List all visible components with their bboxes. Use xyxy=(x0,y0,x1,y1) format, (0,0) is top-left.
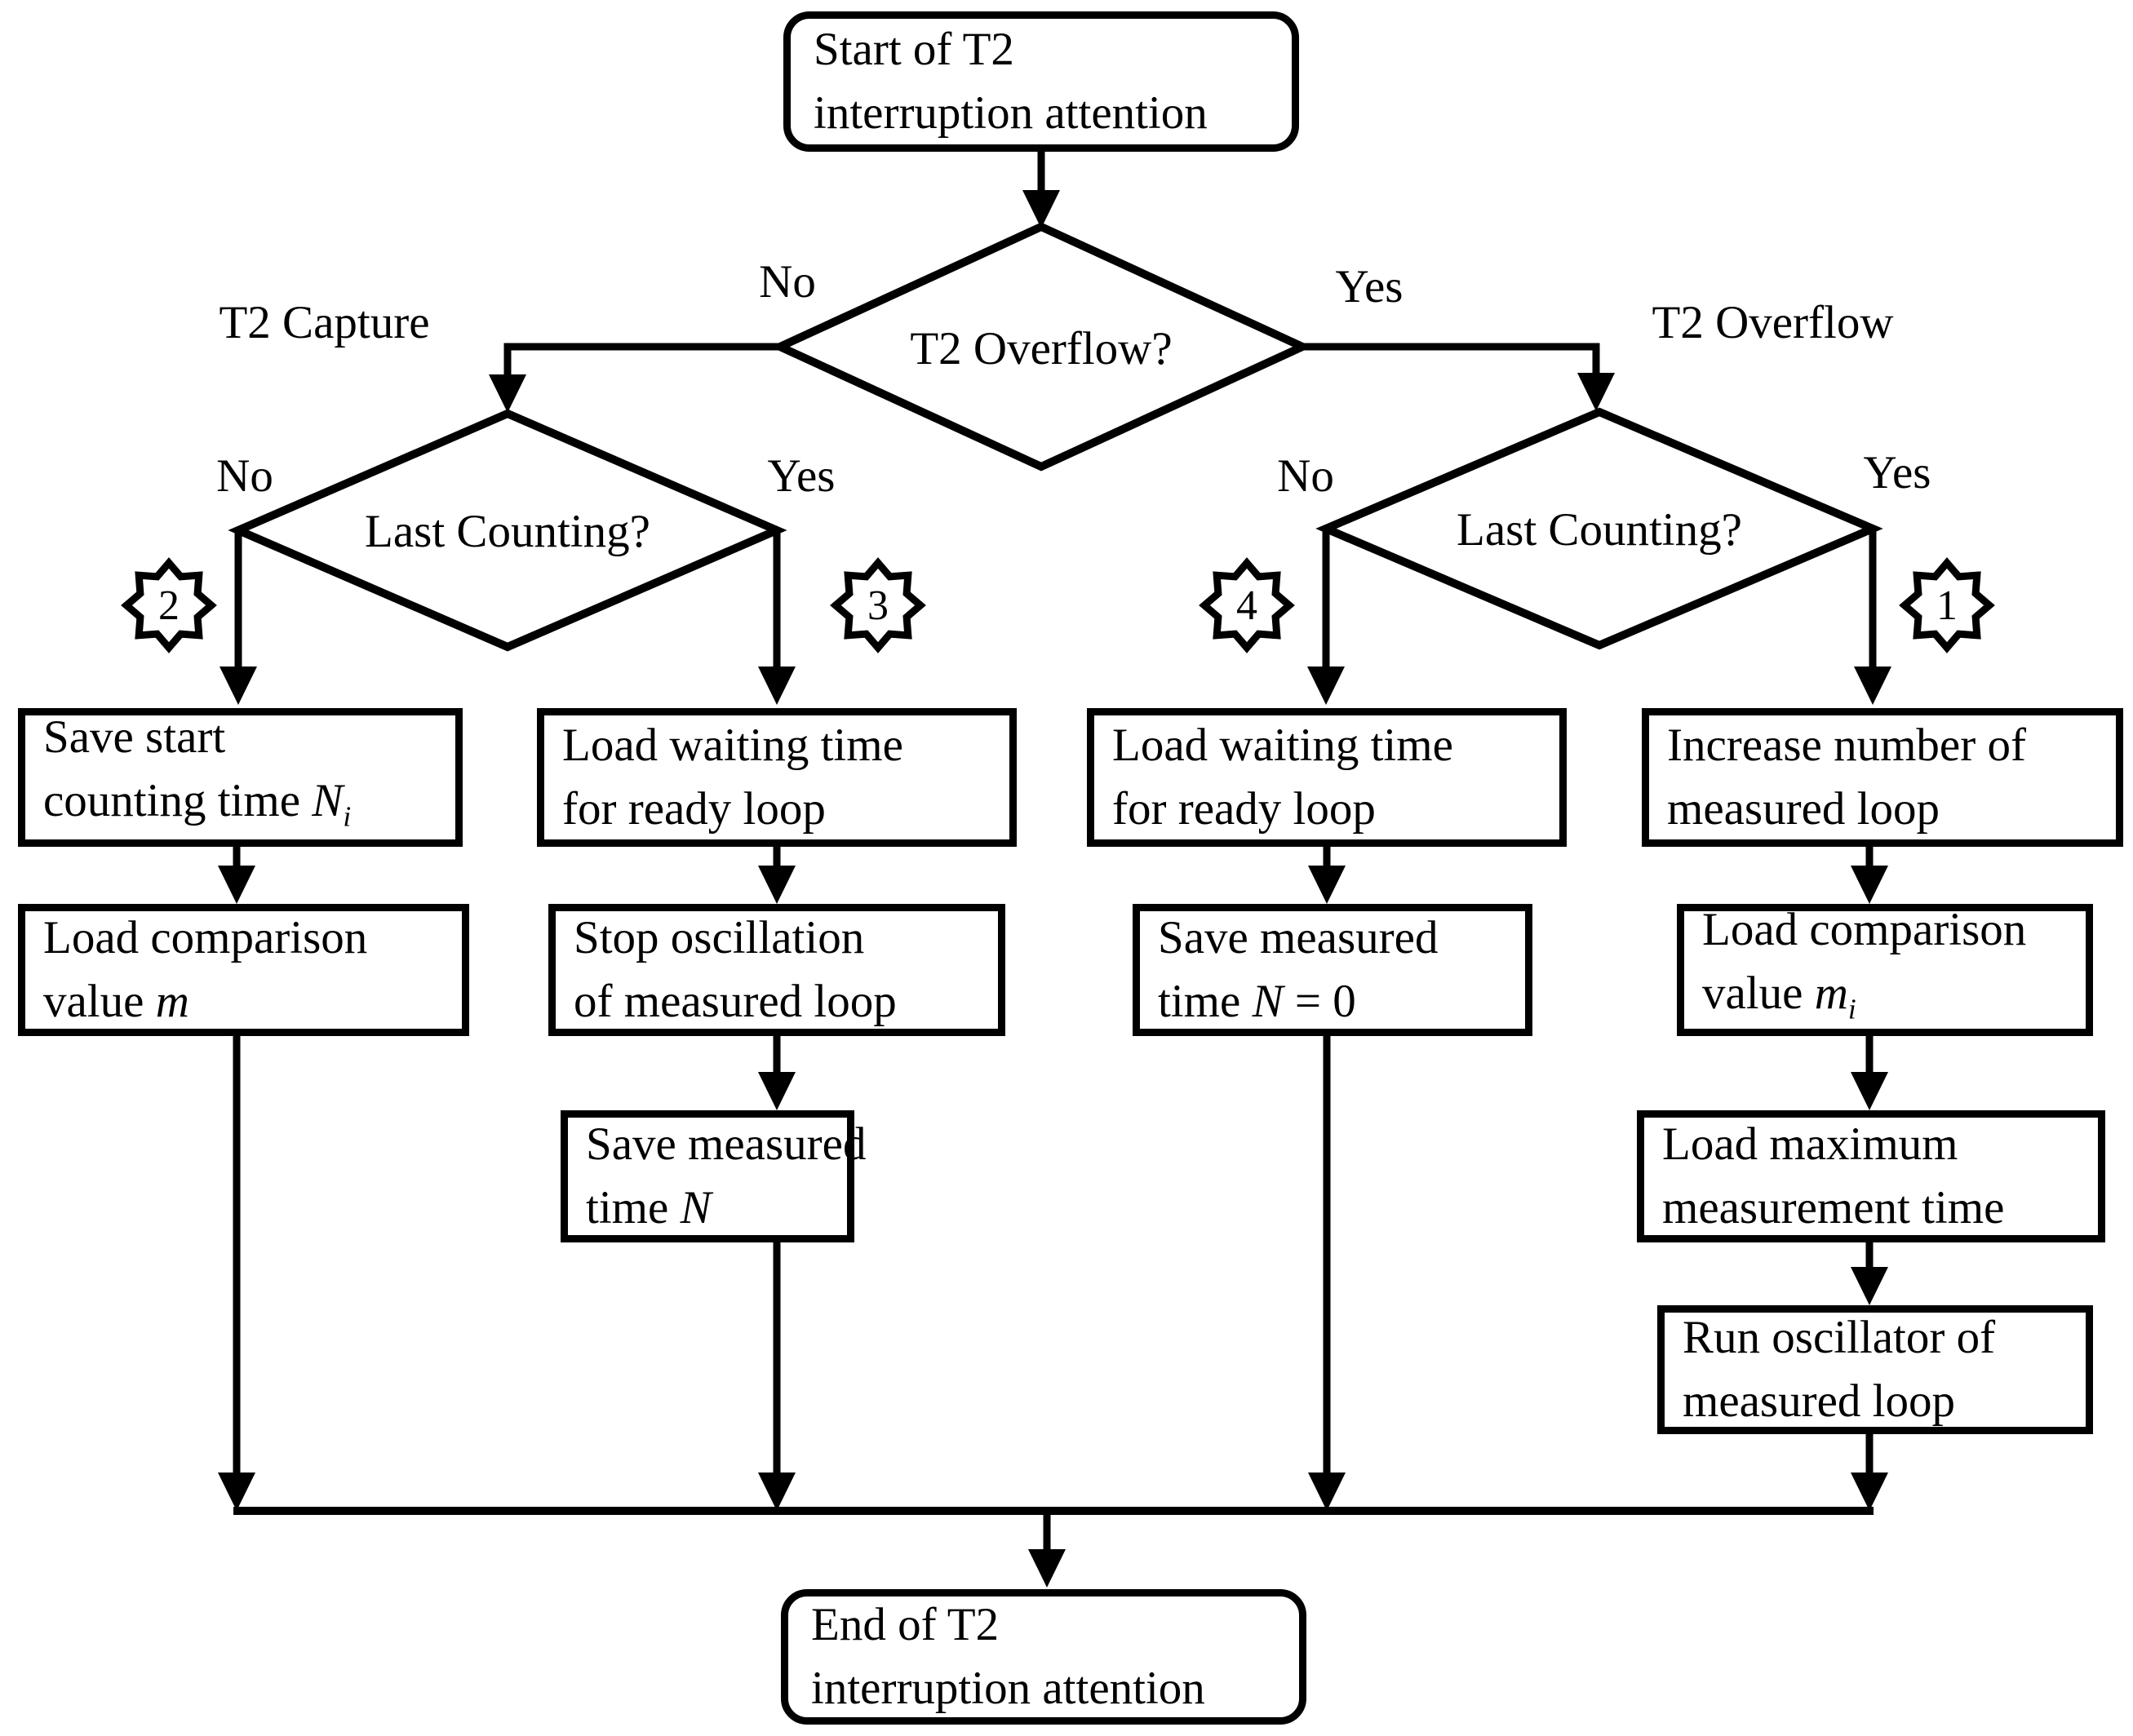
arrow-capture-no-down xyxy=(220,530,257,705)
arrow-col2-row2-row3 xyxy=(758,1036,796,1110)
label-t2-capture: T2 Capture xyxy=(219,297,430,348)
diamond-t2-overflow xyxy=(770,222,1312,472)
badge-star-1 xyxy=(1899,557,1995,653)
arrow-col3-row1-row2 xyxy=(1308,846,1346,904)
diamond-label-last-counting-right: Last Counting? xyxy=(1457,504,1742,556)
arrow-col3-to-merge xyxy=(1308,1036,1346,1511)
arrow-overflow2-no-down xyxy=(1307,529,1345,705)
label-overflow2-yes: Yes xyxy=(1863,447,1931,498)
diamond-last-counting-right xyxy=(1315,407,1883,650)
arrow-overflow2-yes-down xyxy=(1854,529,1891,705)
arrow-col4-to-merge xyxy=(1851,1434,1888,1511)
arrow-merge-to-end xyxy=(1028,1515,1066,1588)
badge-1: 1 xyxy=(1936,582,1958,629)
arrow-col2-row1-row2 xyxy=(758,846,796,904)
arrow-col2-to-merge xyxy=(758,1242,796,1511)
label-capture-no: No xyxy=(216,450,273,502)
badge-4: 4 xyxy=(1236,582,1257,629)
arrow-col4-row2-row3 xyxy=(1851,1036,1888,1110)
badge-2: 2 xyxy=(158,582,180,629)
badge-star-4 xyxy=(1199,557,1295,653)
label-overflow-no: No xyxy=(759,256,816,308)
label-overflow2-no: No xyxy=(1277,450,1334,502)
diamond-last-counting-left xyxy=(228,409,787,652)
badge-3: 3 xyxy=(867,582,889,629)
arrow-overflow-yes-right xyxy=(1302,343,1615,411)
arrow-col4-row1-row2 xyxy=(1851,846,1888,904)
label-capture-yes: Yes xyxy=(767,450,836,502)
arrow-col4-row3-row4 xyxy=(1851,1242,1888,1305)
label-overflow-yes: Yes xyxy=(1335,261,1404,312)
arrow-capture-yes-down xyxy=(758,530,796,705)
diamond-label-last-counting-left: Last Counting? xyxy=(365,506,650,557)
badge-star-2 xyxy=(121,557,217,653)
diamond-label-t2-overflow: T2 Overflow? xyxy=(910,323,1173,374)
arrow-overflow-no-left xyxy=(489,343,780,413)
label-t2-overflow: T2 Overflow xyxy=(1652,297,1894,348)
arrow-col1-to-merge xyxy=(218,1036,255,1511)
badge-star-3 xyxy=(830,557,926,653)
arrow-start-to-overflow xyxy=(1022,152,1060,228)
arrow-col1-row1-row2 xyxy=(218,846,255,904)
